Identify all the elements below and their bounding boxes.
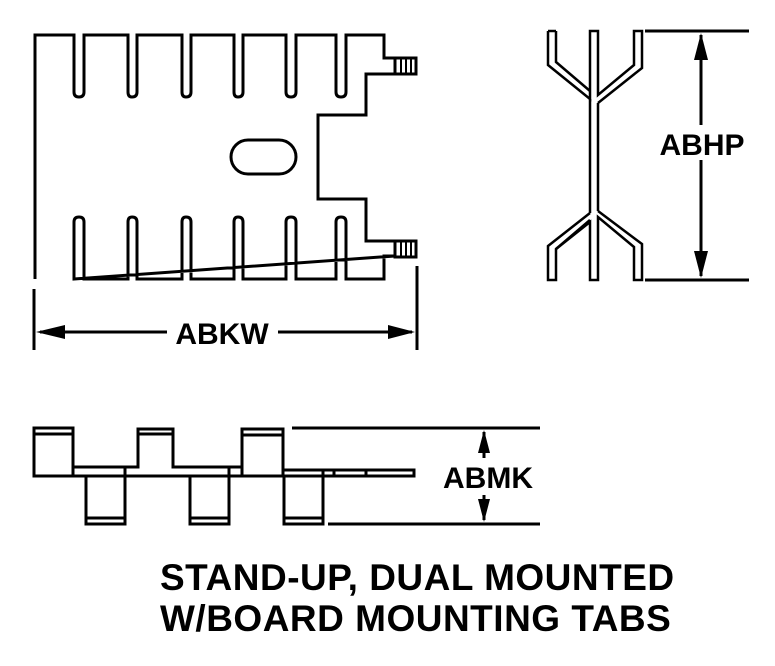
arrowhead-left <box>36 325 65 339</box>
arrowhead-up <box>694 33 708 60</box>
thickness-dimension: ABMK <box>292 426 540 526</box>
side-profile <box>546 29 644 282</box>
mounting-tab-bottom <box>393 239 418 259</box>
dimension-label-abhp: ABHP <box>659 129 744 162</box>
width-dimension: ABKW <box>32 266 419 351</box>
height-dimension: ABHP <box>645 29 749 282</box>
dimension-label-abmk: ABMK <box>443 462 533 495</box>
arrowhead-up <box>478 430 490 453</box>
side-view: ABHP <box>546 29 749 282</box>
end-view: ABMK <box>32 426 540 526</box>
arrowhead-down <box>694 251 708 278</box>
caption: STAND-UP, DUAL MOUNTED W/BOARD MOUNTING … <box>160 557 760 639</box>
arrowhead-down <box>478 499 490 522</box>
arrowhead-right <box>388 325 415 339</box>
heat-sink-outline <box>33 33 396 281</box>
top-view: ABKW <box>32 33 419 351</box>
mounting-slot-hole <box>229 138 298 176</box>
mounting-tab-top <box>393 56 418 76</box>
caption-line-1: STAND-UP, DUAL MOUNTED <box>160 557 675 598</box>
caption-line-2: W/BOARD MOUNTING TABS <box>160 598 672 639</box>
end-profile <box>32 426 416 526</box>
dimension-label-abkw: ABKW <box>175 318 269 351</box>
